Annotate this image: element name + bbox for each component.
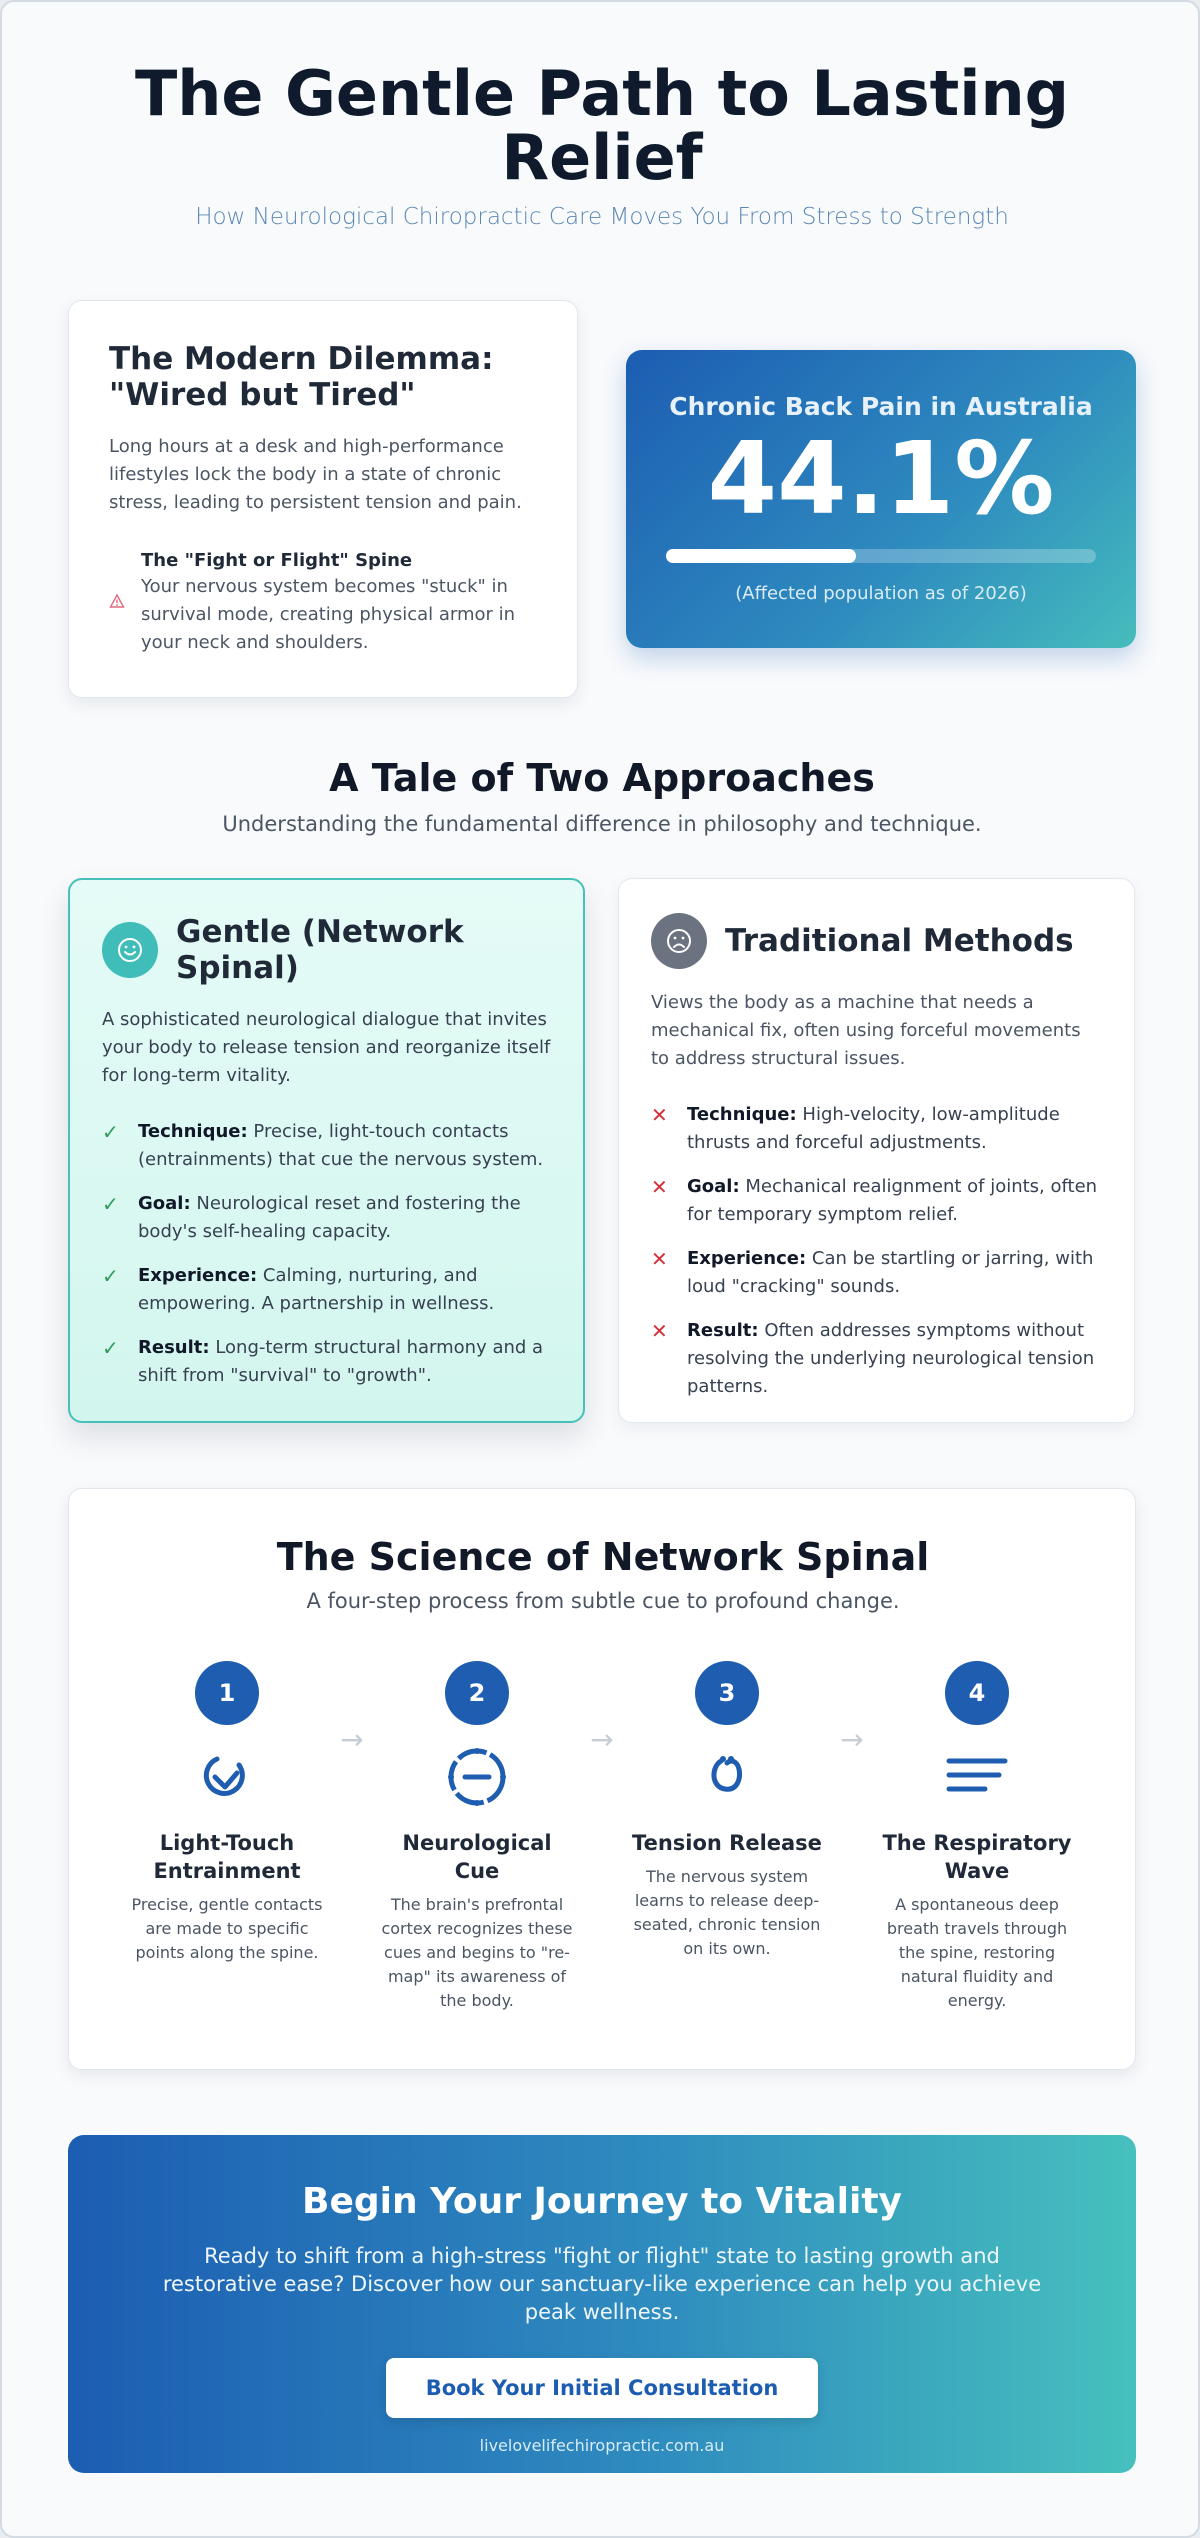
cta-banner: Begin Your Journey to Vitality Ready to …: [68, 2135, 1136, 2473]
arrow-right-icon: →: [340, 1723, 364, 1756]
stat-value: 44.1%: [707, 420, 1055, 537]
stat-card: Chronic Back Pain in Australia 44.1% (Af…: [626, 350, 1136, 648]
step-number: 2: [445, 1661, 509, 1725]
arrow-right-icon: →: [840, 1723, 864, 1756]
website-link[interactable]: livelovelifechiropractic.com.au: [479, 2436, 725, 2455]
wave-lines-icon: [945, 1743, 1009, 1807]
step-text: Precise, gentle contacts are made to spe…: [131, 1895, 323, 1962]
process-step: 4 The Respiratory Wave A spontaneous dee…: [877, 1661, 1077, 2013]
step-text: The nervous system learns to release dee…: [633, 1867, 821, 1958]
dilemma-card: The Modern Dilemma: "Wired but Tired" Lo…: [68, 300, 578, 698]
traditional-approach-card: Traditional Methods Views the body as a …: [618, 878, 1135, 1423]
frown-face-icon: [651, 913, 707, 969]
cta-title: Begin Your Journey to Vitality: [302, 2181, 902, 2222]
science-title: The Science of Network Spinal: [276, 1535, 930, 1579]
process-step: 2 Neurological Cue The brain's prefronta…: [377, 1661, 577, 2013]
process-step: 3 Tension Release The nervous system lea…: [627, 1661, 827, 1961]
dilemma-body: Long hours at a desk and high-performanc…: [109, 436, 522, 513]
list-item: ✕Result: Often addresses symptoms withou…: [651, 1317, 1102, 1401]
dilemma-title: The Modern Dilemma: "Wired but Tired": [109, 341, 494, 413]
list-item: ✓Result: Long-term structural harmony an…: [102, 1334, 551, 1390]
page-title: The Gentle Path to Lasting Relief: [134, 57, 1070, 194]
tale-title: A Tale of Two Approaches: [329, 756, 875, 800]
check-icon: ✓: [102, 1120, 119, 1144]
cta-text: Ready to shift from a high-stress "fight…: [162, 2244, 1042, 2324]
dilemma-point: The "Fight or Flight" Spine Your nervous…: [109, 549, 537, 657]
list-item: ✓Experience: Calming, nurturing, and emp…: [102, 1262, 551, 1318]
release-loop-icon: [695, 1743, 759, 1807]
dilemma-point-title: The "Fight or Flight" Spine: [141, 550, 413, 571]
step-title: Light-Touch Entrainment: [153, 1831, 301, 1883]
check-icon: ✓: [102, 1264, 119, 1288]
gentle-title: Gentle (Network Spinal): [176, 914, 464, 986]
cross-icon: ✕: [651, 1175, 668, 1199]
step-number: 1: [195, 1661, 259, 1725]
book-consultation-button[interactable]: Book Your Initial Consultation: [386, 2358, 818, 2418]
list-item: ✓Goal: Neurological reset and fostering …: [102, 1190, 551, 1246]
step-title: Neurological Cue: [402, 1831, 552, 1883]
science-card: The Science of Network Spinal A four-ste…: [68, 1488, 1136, 2070]
gentle-list: ✓Technique: Precise, light-touch contact…: [102, 1118, 551, 1390]
list-item: ✕Experience: Can be startling or jarring…: [651, 1245, 1102, 1301]
traditional-list: ✕Technique: High-velocity, low-amplitude…: [651, 1101, 1102, 1401]
stat-note: (Affected population as of 2026): [735, 583, 1027, 604]
step-title: The Respiratory Wave: [882, 1831, 1072, 1883]
process-step: 1 Light-Touch Entrainment Precise, gentl…: [127, 1661, 327, 1965]
gentle-description: A sophisticated neurological dialogue th…: [102, 1009, 551, 1086]
brain-circuit-icon: [445, 1743, 509, 1807]
gentle-approach-card: Gentle (Network Spinal) A sophisticated …: [68, 878, 585, 1423]
step-title: Tension Release: [632, 1831, 822, 1855]
touch-check-icon: [195, 1743, 259, 1807]
step-text: A spontaneous deep breath travels throug…: [886, 1895, 1068, 2010]
list-item: ✓Technique: Precise, light-touch contact…: [102, 1118, 551, 1174]
step-text: The brain's prefrontal cortex recognizes…: [381, 1895, 573, 2010]
cross-icon: ✕: [651, 1247, 668, 1271]
science-subtitle: A four-step process from subtle cue to p…: [306, 1589, 900, 1613]
step-number: 3: [695, 1661, 759, 1725]
list-item: ✕Technique: High-velocity, low-amplitude…: [651, 1101, 1102, 1157]
smiley-face-icon: [102, 922, 158, 978]
traditional-title: Traditional Methods: [725, 923, 1074, 959]
tale-subtitle: Understanding the fundamental difference…: [222, 812, 982, 836]
cross-icon: ✕: [651, 1103, 668, 1127]
traditional-description: Views the body as a machine that needs a…: [651, 992, 1081, 1069]
dilemma-point-text: Your nervous system becomes "stuck" in s…: [141, 576, 516, 653]
step-number: 4: [945, 1661, 1009, 1725]
arrow-right-icon: →: [590, 1723, 614, 1756]
list-item: ✕Goal: Mechanical realignment of joints,…: [651, 1173, 1102, 1229]
stat-progress-fill: [666, 549, 856, 563]
cross-icon: ✕: [651, 1319, 668, 1343]
warning-triangle-icon: [109, 593, 141, 613]
check-icon: ✓: [102, 1336, 119, 1360]
stat-label: Chronic Back Pain in Australia: [669, 392, 1093, 421]
page-subtitle: How Neurological Chiropractic Care Moves…: [195, 204, 1009, 230]
stat-progress-bar: [666, 549, 1096, 563]
check-icon: ✓: [102, 1192, 119, 1216]
